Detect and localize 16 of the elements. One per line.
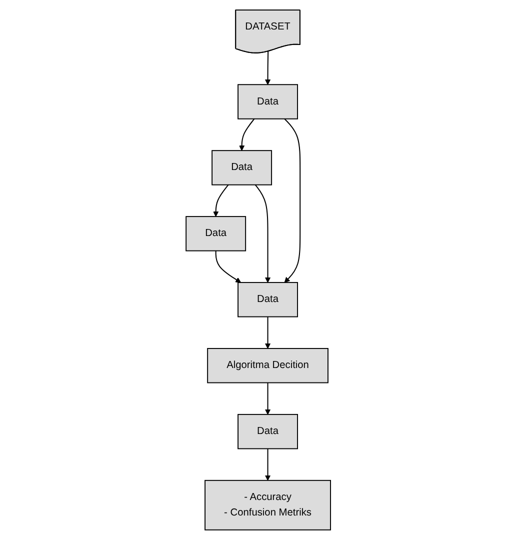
arrow <box>212 184 228 217</box>
arrow <box>238 118 254 151</box>
arrow <box>215 250 241 283</box>
arrow <box>264 382 270 415</box>
node-box: Data <box>237 282 298 318</box>
node-box: Data <box>237 84 298 120</box>
arrow <box>264 448 270 481</box>
arrow <box>264 51 270 85</box>
node-box: Data <box>211 150 272 186</box>
arrow <box>254 184 270 283</box>
arrow <box>264 316 270 349</box>
arrow <box>284 118 300 283</box>
node-box: - Accuracy - Confusion Metriks <box>204 480 331 530</box>
node-box: Algoritma Decition <box>206 348 328 384</box>
node-box: Data <box>237 414 298 450</box>
node-box: Data <box>185 216 246 252</box>
